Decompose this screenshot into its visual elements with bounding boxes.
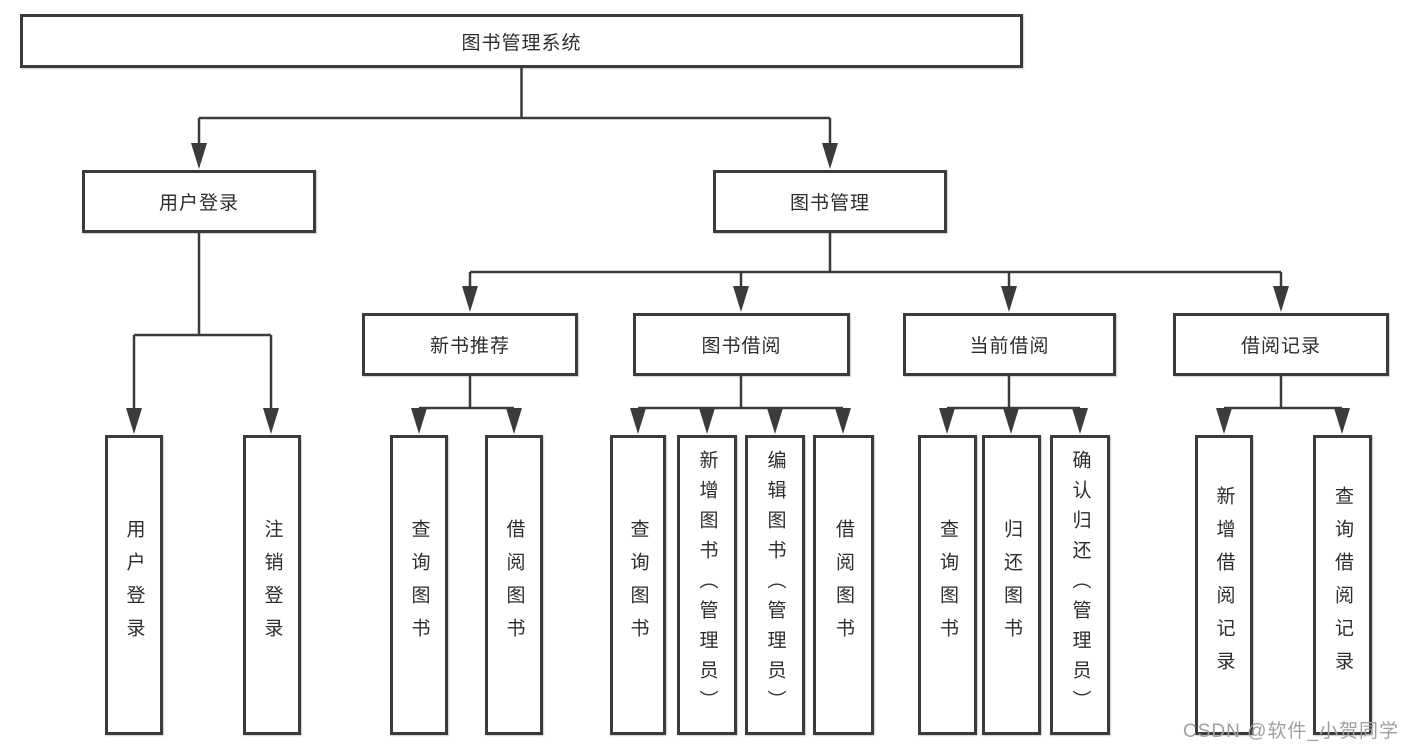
leaf-user-login-label: 用户登录 [123,519,145,651]
leaf-confirm-return-admin-label: 确认归还（管理员） [1069,450,1091,720]
node-book-management-label: 图书管理 [789,193,870,214]
node-root: 图书管理系统 [20,14,1023,68]
leaf-query-borrow-record: 查询借阅记录 [1313,435,1372,735]
leaf-edit-books-admin: 编辑图书（管理员） [745,435,805,735]
node-user-login-label: 用户登录 [158,193,239,214]
csdn-watermark: CSDN @软件_小贺同学 [1183,721,1399,742]
leaf-logout-login-label: 注销登录 [261,519,283,651]
leaf-add-borrow-record-label: 新增借阅记录 [1213,486,1235,684]
leaf-query-books-current-label: 查询图书 [937,519,958,651]
leaf-edit-books-admin-label: 编辑图书（管理员） [764,450,786,720]
leaf-add-books-admin: 新增图书（管理员） [677,435,737,735]
node-book-borrowing: 图书借阅 [633,313,850,376]
leaf-query-borrow-record-label: 查询借阅记录 [1332,486,1353,684]
leaf-user-login: 用户登录 [105,435,163,735]
node-book-borrowing-label: 图书借阅 [701,336,782,357]
leaf-query-books-recommend: 查询图书 [390,435,448,735]
leaf-confirm-return-admin: 确认归还（管理员） [1050,435,1110,735]
leaf-query-books-borrowing-label: 查询图书 [627,519,649,651]
leaf-borrow-books-recommend-label: 借阅图书 [503,519,525,651]
node-borrowing-records: 借阅记录 [1173,313,1389,376]
node-user-login: 用户登录 [82,170,316,233]
leaf-return-books-label: 归还图书 [1001,519,1022,651]
node-book-management: 图书管理 [713,170,947,233]
node-current-borrowing: 当前借阅 [903,313,1116,376]
leaf-logout-login: 注销登录 [243,435,301,735]
leaf-borrow-books-borrowing: 借阅图书 [813,435,874,735]
node-current-borrowing-label: 当前借阅 [969,336,1050,357]
arrowheads [126,143,1350,434]
leaf-query-books-borrowing: 查询图书 [610,435,666,735]
leaf-query-books-recommend-label: 查询图书 [408,519,430,651]
leaf-add-borrow-record: 新增借阅记录 [1195,435,1253,735]
node-new-book-recommend-label: 新书推荐 [429,336,510,357]
node-root-label: 图书管理系统 [461,32,582,54]
leaf-borrow-books-borrowing-label: 借阅图书 [833,519,854,651]
node-new-book-recommend: 新书推荐 [362,313,578,376]
node-borrowing-records-label: 借阅记录 [1240,336,1321,357]
leaf-return-books: 归还图书 [982,435,1041,735]
leaf-borrow-books-recommend: 借阅图书 [485,435,543,735]
leaf-add-books-admin-label: 新增图书（管理员） [696,450,718,720]
leaf-query-books-current: 查询图书 [918,435,977,735]
